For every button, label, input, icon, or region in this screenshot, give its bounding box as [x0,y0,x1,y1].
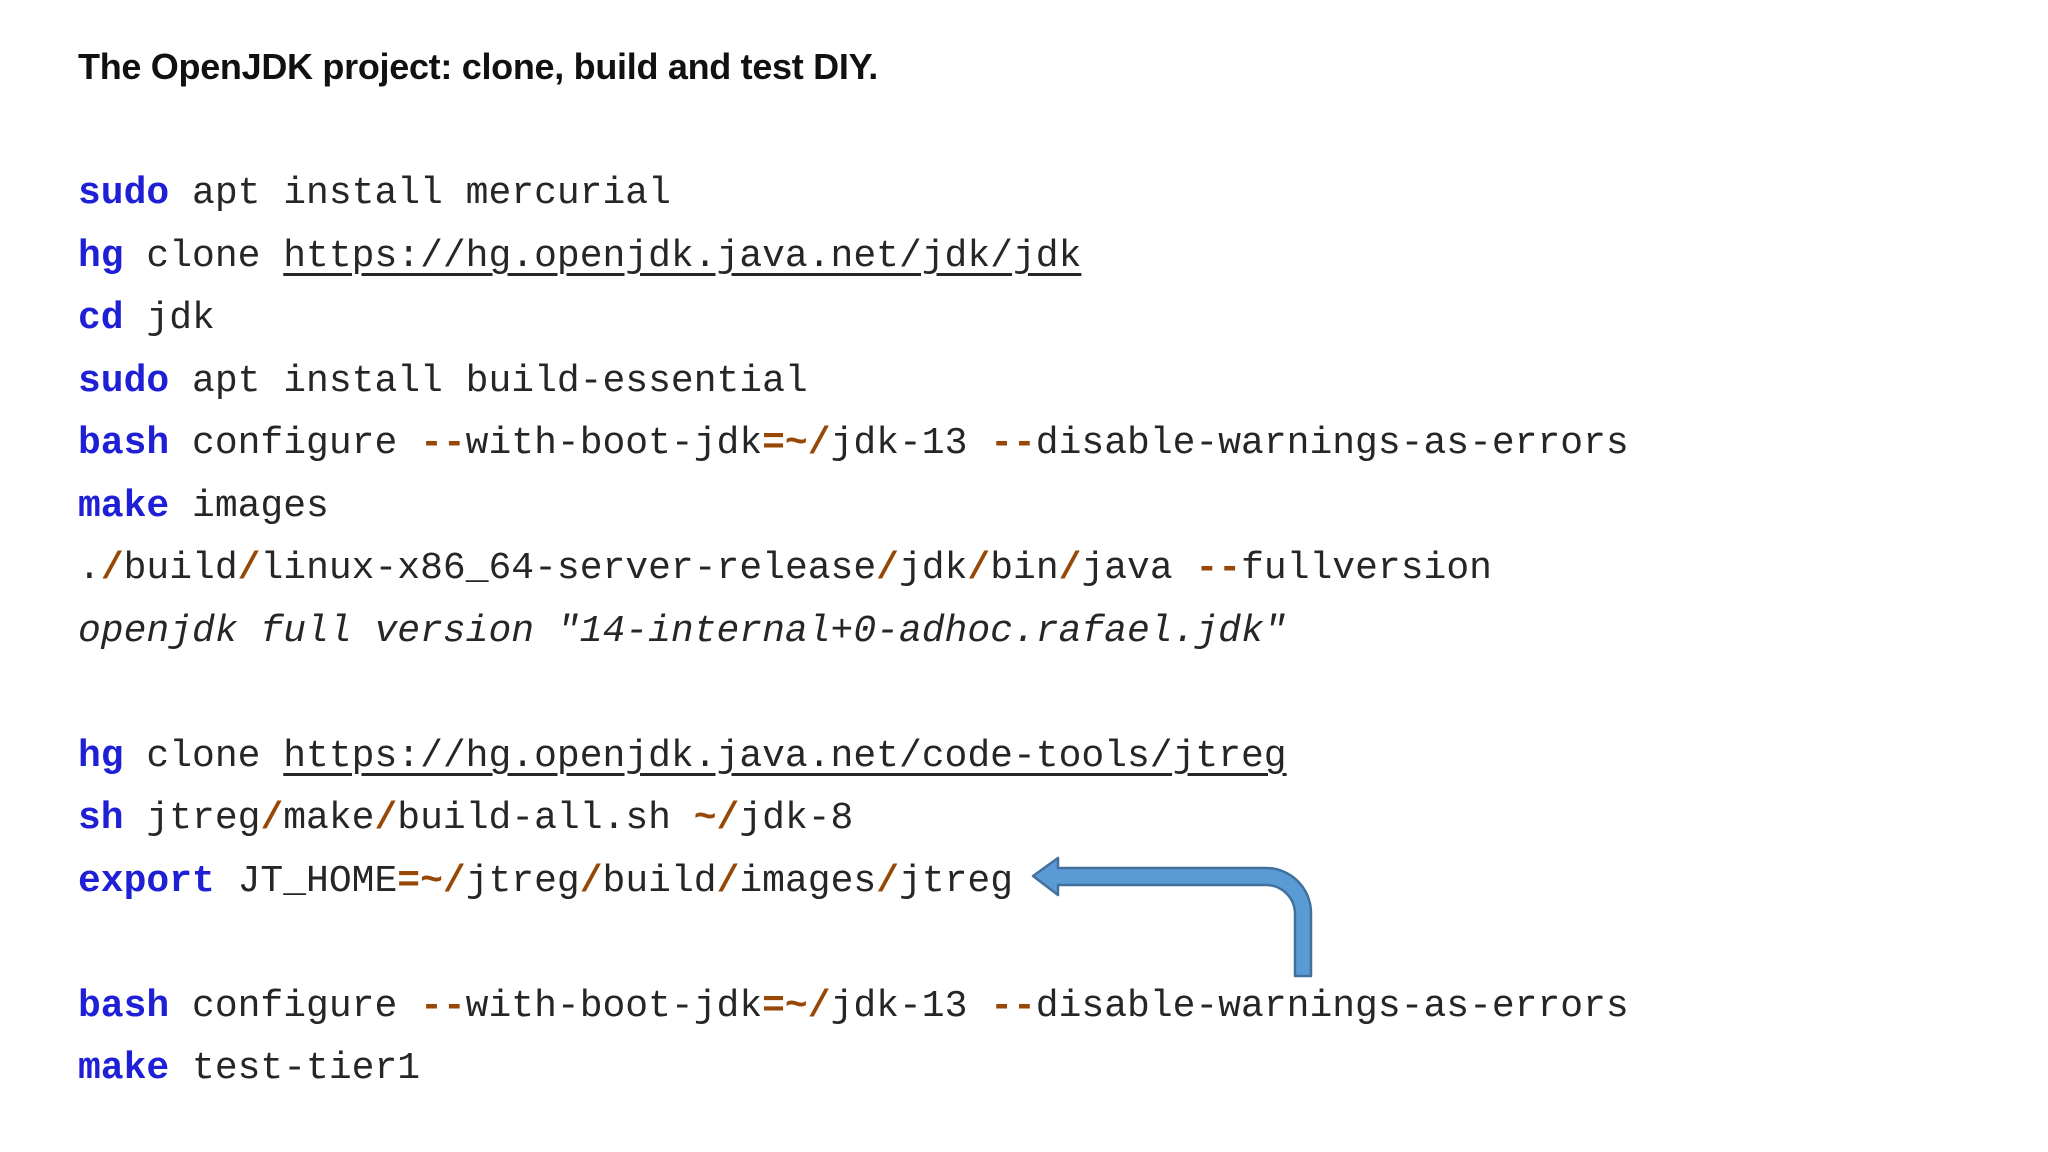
code-token: jdk-13 [830,984,991,1028]
code-token: hg [78,234,124,278]
code-line: export JT_HOME=~/jtreg/build/images/jtre… [78,851,1629,914]
code-token: fullversion [1241,547,1492,590]
code-token: -- [420,422,466,465]
code-token: =~/ [397,859,466,903]
code-line: bash configure --with-boot-jdk=~/jdk-13 … [78,413,1629,476]
code-line: sh jtreg/make/build-all.sh ~/jdk-8 [78,788,1629,851]
code-token: sudo [78,172,170,215]
code-token: jdk [898,547,968,590]
code-token: / [237,547,261,590]
code-token: / [579,859,603,903]
code-token: jdk-13 [830,422,991,465]
code-line: sudo apt install mercurial [78,163,1629,226]
code-token: with-boot-jdk [465,422,763,465]
code-token: configure [169,422,421,465]
code-token: -- [420,984,466,1028]
code-token: / [967,547,991,590]
code-token: =~/ [762,984,831,1028]
code-token: disable-warnings-as-errors [1035,422,1629,465]
code-token: images [169,484,329,528]
code-token: -- [1195,547,1242,590]
url-link[interactable]: https://hg.openjdk.java.net/code-tools/j… [283,734,1287,778]
code-token: / [716,859,740,903]
code-token: export [78,859,215,903]
code-token: build [602,859,717,903]
code-token: make [78,484,170,528]
code-token: openjdk full version "14-internal+0-adho… [78,609,1287,653]
code-token: -- [990,422,1036,465]
code-token: bin [990,547,1059,590]
code-token: linux-x86_64-server-release [260,547,877,590]
code-token: images [739,859,877,903]
code-token: apt install build-essential [169,359,808,403]
code-token: / [260,797,284,840]
code-token: java [1081,547,1196,590]
code-token: sudo [78,359,170,403]
code-token: clone [123,234,284,278]
code-token: . [78,547,101,590]
code-token: build-all.sh [397,797,694,840]
code-token: with-boot-jdk [465,984,763,1028]
bent-arrow-icon [1031,856,1313,978]
code-token: / [876,859,900,903]
code-line: hg clone https://hg.openjdk.java.net/cod… [78,726,1629,789]
code-line: hg clone https://hg.openjdk.java.net/jdk… [78,226,1629,289]
code-token: clone [123,734,284,778]
code-line: sudo apt install build-essential [78,351,1629,414]
code-token: disable-warnings-as-errors [1035,984,1629,1028]
code-token: jtreg [465,859,580,903]
url-link[interactable]: https://hg.openjdk.java.net/jdk/jdk [283,234,1082,278]
code-token: / [876,547,899,590]
code-line: bash configure --with-boot-jdk=~/jdk-13 … [78,976,1629,1039]
code-token: sh [78,797,124,840]
code-token: build [123,547,238,590]
code-line: openjdk full version "14-internal+0-adho… [78,601,1629,664]
code-token: bash [78,422,170,465]
code-token: apt install mercurial [169,172,671,215]
code-blank-line [78,663,1629,726]
code-token: test-tier1 [169,1047,421,1090]
code-token: JT_HOME [214,859,398,903]
code-line: cd jdk [78,288,1629,351]
code-token: -- [990,984,1036,1028]
code-line: make test-tier1 [78,1038,1629,1101]
code-token: configure [169,984,421,1028]
page-title: The OpenJDK project: clone, build and te… [78,46,878,87]
code-token: / [374,797,398,840]
code-token: cd [78,297,124,340]
code-token: jdk-8 [739,797,854,840]
code-token: make [283,797,375,840]
code-token: =~/ [762,422,831,465]
code-token: / [1058,547,1082,590]
code-token: bash [78,984,170,1028]
code-line: ./build/linux-x86_64-server-release/jdk/… [78,538,1629,601]
code-token: make [78,1047,170,1090]
code-line: make images [78,476,1629,539]
code-token: jdk [123,297,215,340]
code-token: jtreg [123,797,261,840]
code-blank-line [78,913,1629,976]
code-token: jtreg [899,859,1014,903]
code-token: hg [78,734,124,778]
code-token: ~/ [693,797,740,840]
code-token: / [100,547,124,590]
